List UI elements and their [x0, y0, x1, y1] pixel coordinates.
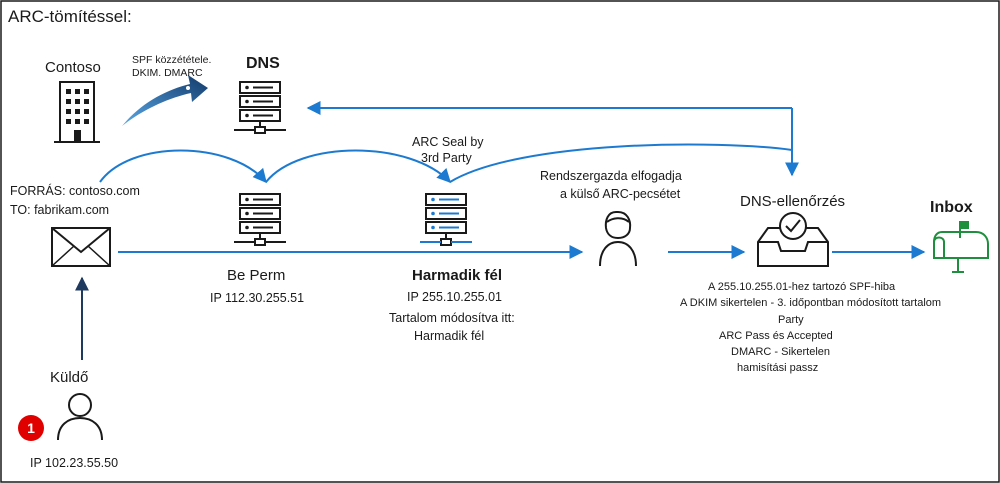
envelope-icon [51, 227, 111, 267]
page-title: ARC-tömítéssel: [8, 7, 132, 26]
sender-label: Küldő [50, 369, 88, 386]
arc-seal-line1: ARC Seal by [412, 135, 484, 149]
result-6: hamisítási passz [737, 362, 818, 374]
admin-line2: a külső ARC-pecsétet [560, 187, 681, 201]
server2-name: Harmadik fél [412, 267, 502, 284]
result-5: DMARC - Sikertelen [731, 346, 830, 358]
server2-note2: Harmadik fél [414, 329, 484, 343]
publish-swoosh-arrow [122, 75, 208, 126]
step-badge [18, 415, 44, 441]
dns-server-icon [233, 81, 287, 134]
result-3: Party [778, 314, 804, 326]
source-to: TO: fabrikam.com [10, 203, 109, 217]
dns-label: DNS [246, 55, 280, 72]
contoso-label: Contoso [45, 59, 101, 76]
sender-ip: IP 102.23.55.50 [30, 456, 118, 470]
inbox-label: Inbox [930, 199, 973, 216]
step-badge-number: 1 [27, 420, 35, 436]
server1-icon [233, 193, 287, 246]
result-1: A 255.10.255.01-hez tartozó SPF-hiba [708, 281, 896, 293]
server2-ip: IP 255.10.255.01 [407, 290, 502, 304]
admin-line1: Rendszergazda elfogadja [540, 169, 682, 183]
result-2: A DKIM sikertelen - 3. időpontban módosí… [680, 297, 941, 309]
server1-name: Be Perm [227, 267, 285, 284]
spf-publish-line2: DKIM. DMARC [132, 67, 203, 79]
arc-curve-3 [449, 143, 793, 183]
building-icon [54, 81, 100, 143]
mailbox-icon [933, 221, 989, 273]
admin-person-icon [599, 211, 637, 267]
arc-curve-2 [265, 149, 451, 184]
source-from: FORRÁS: contoso.com [10, 183, 140, 198]
dns-check-label: DNS-ellenőrzés [740, 193, 845, 210]
arc-curve-1 [99, 149, 267, 184]
arc-seal-line2: 3rd Party [421, 151, 472, 165]
server2-note1: Tartalom módosítva itt: [389, 311, 515, 325]
dns-lookup-connector [306, 101, 799, 177]
result-4: ARC Pass és Accepted [719, 330, 833, 342]
dns-check-tray-icon [757, 212, 829, 267]
spf-publish-line1: SPF közzététele. [132, 54, 211, 66]
server2-icon [419, 193, 473, 246]
server1-ip: IP 112.30.255.51 [210, 291, 304, 305]
sender-person-icon [57, 393, 103, 441]
